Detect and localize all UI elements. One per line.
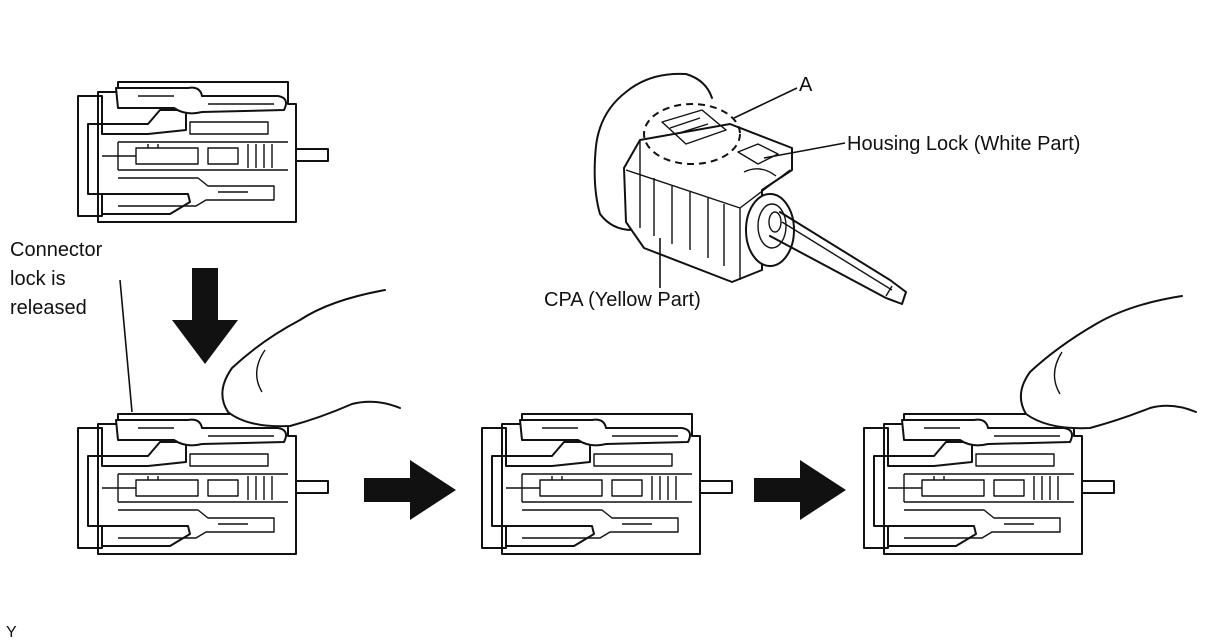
connector-lock-label-line3: released [10, 297, 87, 319]
cpa-label: CPA (Yellow Part) [544, 289, 701, 311]
housing-lock-label: Housing Lock (White Part) [847, 133, 1080, 155]
down-arrow-icon [172, 268, 238, 364]
connector-3d-view [593, 72, 907, 305]
figure-code: Y [6, 624, 17, 641]
connector-cross-section-step3 [863, 413, 1115, 555]
finger-icon-step1 [221, 289, 401, 428]
connector-cross-section-step1 [77, 413, 329, 555]
connector-lock-label-line1: Connector [10, 239, 103, 261]
connector-lock-label-line2: lock is [10, 268, 66, 290]
label-a-leader-line [733, 87, 798, 119]
connector-cross-section-step2 [481, 413, 733, 555]
finger-icon-step3 [1019, 295, 1197, 430]
right-arrow-icon-2 [754, 460, 846, 520]
connector-cross-section-top [77, 81, 329, 223]
connector-lock-leader-line [119, 279, 133, 413]
label-a: A [799, 74, 813, 96]
right-arrow-icon-1 [364, 460, 456, 520]
housing-lock-leader-line [763, 142, 846, 159]
